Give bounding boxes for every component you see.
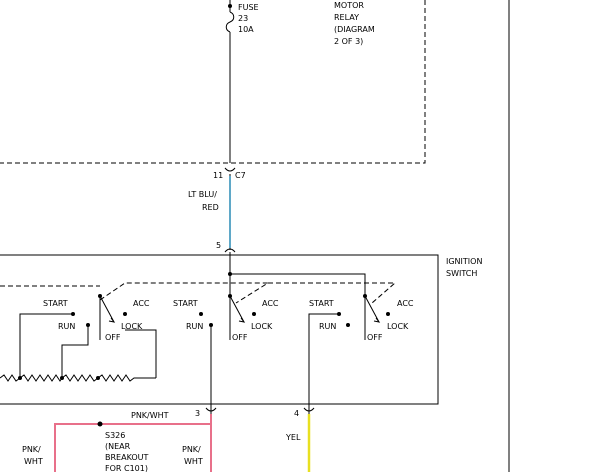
run-label-3: RUN [319,322,336,331]
run-contact-3 [346,323,350,327]
fuse-number: 23 [238,14,248,23]
ignition-label: IGNITION [446,257,482,266]
switch-arm-1 [99,295,115,323]
c7-label: C7 [235,171,246,180]
c7-connector [224,167,236,172]
acc-label-1: ACC [133,299,150,308]
pin-3-label: 3 [195,409,200,418]
start-label-1: START [43,299,68,308]
pin-5-label: 5 [216,241,221,250]
yel-label: YEL [285,433,301,442]
ignition-switch-box [0,254,439,405]
s326-label: S326 [105,431,125,440]
arrow-1 [108,317,116,323]
wht-label-right: WHT [184,457,203,466]
wht-label-left: WHT [24,457,43,466]
off-label-3: OFF [367,333,383,342]
gang-line-1 [99,282,270,304]
start-wire-1 [19,313,73,378]
switch-arm-3 [364,295,380,323]
arrow-3 [373,317,381,323]
off-label-1: OFF [105,333,121,342]
motor-label: MOTOR [334,1,364,10]
pnk-label-left: PNK/ [22,445,41,454]
bus-right [230,273,366,296]
for-c101-label: FOR C101) [105,464,148,472]
pnk-wht-branch [54,423,211,472]
pin-5-connector [224,248,236,253]
arrow-2 [238,317,246,323]
lt-blu-label: LT BLU/ [188,190,217,199]
run-label-1: RUN [58,322,75,331]
start-contact-2 [199,312,203,316]
gang-line-2 [268,282,397,304]
resistor-chain [0,374,156,382]
near-label: (NEAR [105,442,131,451]
resistor-node-3 [96,376,100,380]
breakout-label: BREAKOUT [105,453,149,462]
diagram-of-label: 2 OF 3) [334,37,363,46]
lock-label-3: LOCK [387,322,409,331]
off-label-2: OFF [232,333,248,342]
pnk-wht-label-top: PNK/WHT [131,411,169,420]
start-label-2: START [173,299,198,308]
acc-contact-2 [252,312,256,316]
pin-4-label: 4 [294,409,299,418]
relay-box [0,0,426,164]
red-label: RED [202,203,219,212]
lock-wire-1 [125,329,157,378]
resistor-node-1 [18,376,22,380]
acc-label-3: ACC [397,299,414,308]
start-label-3: START [309,299,334,308]
acc-contact-1 [123,312,127,316]
start-output-wire-3 [308,313,339,404]
acc-label-2: ACC [262,299,279,308]
fuse-amperage: 10A [238,25,254,34]
diagram-label: (DIAGRAM [334,25,375,34]
relay-label: RELAY [334,13,359,22]
run-label-2: RUN [186,322,203,331]
resistor-node-2 [60,376,64,380]
switch-arm-2 [229,295,245,323]
pnk-label-right: PNK/ [182,445,201,454]
acc-contact-3 [386,312,390,316]
run-wire-1 [61,325,89,378]
fuse-symbol [225,11,235,33]
lock-label-2: LOCK [251,322,273,331]
pin-11-label: 11 [213,171,223,180]
lock-label-1: LOCK [121,322,143,331]
fuse-label: FUSE [238,3,259,12]
s326-splice [97,421,103,427]
switch-label: SWITCH [446,269,477,278]
